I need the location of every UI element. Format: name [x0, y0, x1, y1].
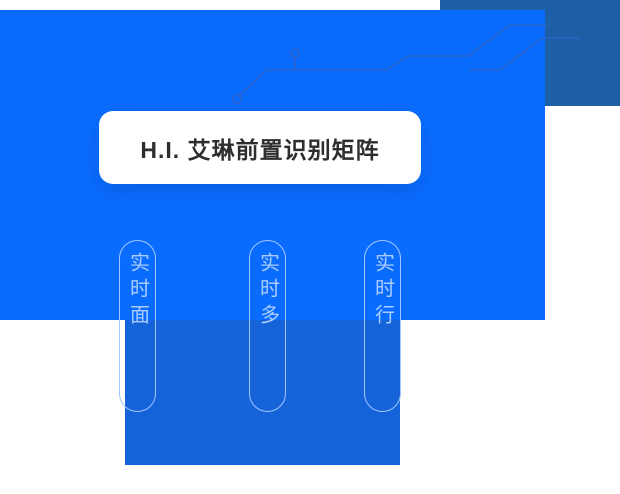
- deep-blue-panel: [125, 320, 400, 465]
- page-title: H.I. 艾琳前置识别矩阵: [140, 136, 380, 163]
- title-card: H.I. 艾琳前置识别矩阵: [99, 111, 421, 184]
- feature-pill-label: 实时多: [256, 252, 279, 330]
- feature-pill-label: 实时面: [126, 252, 149, 330]
- feature-pill: 实时面: [119, 240, 156, 412]
- feature-pill-label: 实时行: [371, 252, 394, 330]
- feature-pill: 实时行: [364, 240, 401, 412]
- feature-pill: 实时多: [249, 240, 286, 412]
